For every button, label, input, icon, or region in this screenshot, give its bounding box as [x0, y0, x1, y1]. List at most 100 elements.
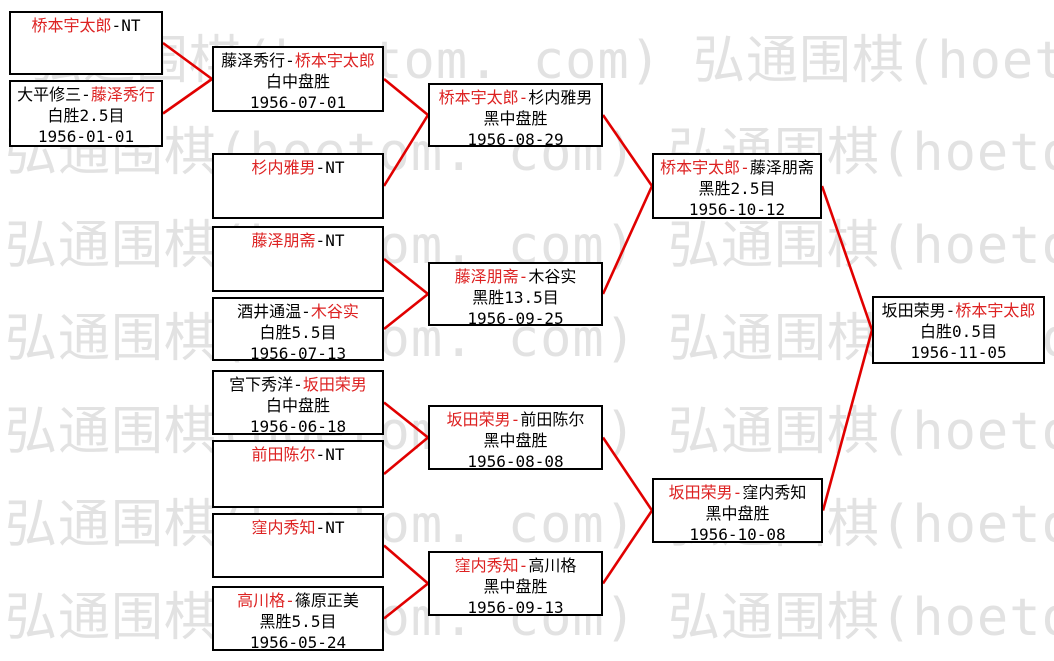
player-name-right: 桥本宇太郎	[955, 301, 1036, 320]
player-name-left: 宫下秀洋	[229, 375, 294, 394]
match-players: 坂田荣男-前田陈尔	[430, 409, 601, 430]
match-result: 白胜2.5目	[47, 106, 125, 125]
match-players: 坂田荣男-桥本宇太郎	[874, 300, 1043, 321]
match-box-b8: 高川格-篠原正美 黑胜5.5目 1956-05-24	[212, 586, 384, 652]
connector-line	[601, 114, 654, 187]
player-name-right: NT	[325, 518, 345, 537]
match-players: 前田陈尔-NT	[214, 444, 382, 465]
vs-dash: -	[285, 591, 295, 610]
match-box-e1: 坂田荣男-桥本宇太郎 白胜0.5目 1956-11-05	[872, 296, 1045, 364]
vs-dash: -	[81, 85, 91, 104]
vs-dash: -	[740, 158, 750, 177]
match-box-a1: 桥本宇太郎-NT	[9, 11, 163, 75]
match-date: 1956-08-08	[467, 452, 564, 471]
player-name-left: 藤泽朋斋	[454, 267, 519, 286]
player-name-left: 酒井通温	[237, 302, 302, 321]
match-date: 1956-05-24	[249, 633, 347, 652]
match-result: 黑中盘胜	[483, 109, 548, 128]
connector-line	[601, 185, 654, 295]
match-players: 桥本宇太郎-NT	[11, 15, 161, 36]
watermark-text: 弘通围棋(hoetom. com)	[693, 31, 1054, 91]
player-name-left: 大平修三	[17, 85, 82, 104]
player-name-right: 杉内雅男	[528, 88, 593, 107]
vs-dash: -	[732, 483, 743, 502]
connector-line	[383, 77, 429, 117]
player-name-left: 坂田荣男	[881, 301, 946, 320]
match-players: 酒井通温-木谷实	[214, 301, 382, 322]
vs-dash: -	[293, 375, 303, 394]
connector-line	[601, 436, 654, 512]
match-players: 藤泽秀行-桥本宇太郎	[214, 50, 382, 71]
match-box-d2: 坂田荣男-窪内秀知 黑中盘胜 1956-10-08	[652, 478, 823, 544]
watermark-text: 弘通围棋(hoetom. com)	[668, 402, 1054, 462]
match-date: 1956-01-01	[37, 127, 135, 146]
match-result: 白胜0.5目	[920, 322, 997, 341]
vs-dash: -	[315, 518, 326, 537]
player-name-right: 前田陈尔	[520, 410, 585, 429]
player-name-right: NT	[325, 231, 345, 250]
player-name-left: 藤泽秀行	[221, 51, 286, 70]
match-box-b2: 杉内雅男-NT	[212, 153, 384, 219]
match-players: 窪内秀知-NT	[214, 517, 382, 538]
vs-dash: -	[315, 231, 326, 250]
player-name-right: NT	[121, 16, 141, 35]
match-players: 藤泽朋斋-木谷实	[430, 266, 601, 287]
match-result: 黑胜5.5目	[259, 612, 337, 631]
match-date: 1956-07-01	[249, 93, 347, 112]
vs-dash: -	[945, 301, 956, 320]
player-name-right: 藤泽秀行	[90, 85, 155, 104]
player-name-left: 坂田荣男	[446, 410, 511, 429]
player-name-right: 篠原正美	[294, 591, 359, 610]
match-date: 1956-10-12	[688, 200, 786, 219]
match-box-c2: 藤泽朋斋-木谷实 黑胜13.5目 1956-09-25	[428, 262, 603, 328]
player-name-left: 桥本宇太郎	[438, 88, 519, 107]
match-date: 1956-08-29	[467, 130, 564, 149]
player-name-right: NT	[325, 158, 345, 177]
player-name-left: 高川格	[237, 591, 286, 610]
match-players: 桥本宇太郎-杉内雅男	[430, 87, 601, 108]
match-players: 高川格-篠原正美	[214, 590, 382, 611]
match-box-c1: 桥本宇太郎-杉内雅男 黑中盘胜 1956-08-29	[428, 83, 603, 149]
vs-dash: -	[315, 158, 326, 177]
match-box-b3: 藤泽朋斋-NT	[212, 226, 384, 292]
connector-line	[383, 401, 429, 439]
connector-line	[821, 329, 874, 511]
vs-dash: -	[111, 16, 122, 35]
watermark-row: 弘通围棋(hoetom. com)弘通围棋(hoetom. com)弘通围棋(h…	[0, 33, 1054, 89]
match-box-a2: 大平修三-藤泽秀行 白胜2.5目 1956-01-01	[9, 80, 163, 147]
vs-dash: -	[285, 51, 295, 70]
player-name-right: 坂田荣男	[302, 375, 367, 394]
connector-line	[383, 582, 429, 620]
player-name-left: 藤泽朋斋	[251, 231, 316, 250]
connector-line	[601, 509, 654, 585]
match-box-c3: 坂田荣男-前田陈尔 黑中盘胜 1956-08-08	[428, 405, 603, 471]
connector-line	[383, 292, 429, 331]
player-name-right: NT	[325, 445, 345, 464]
player-name-right: 桥本宇太郎	[294, 51, 375, 70]
vs-dash: -	[518, 267, 529, 286]
player-name-right: 窪内秀知	[742, 483, 807, 502]
match-date: 1956-06-18	[249, 417, 347, 436]
match-date: 1956-11-05	[910, 343, 1007, 362]
connector-line	[162, 77, 213, 115]
player-name-left: 桥本宇太郎	[31, 16, 112, 35]
match-result: 白中盘胜	[265, 396, 330, 415]
match-players: 宫下秀洋-坂田荣男	[214, 374, 382, 395]
match-result: 白中盘胜	[265, 72, 330, 91]
player-name-right: 高川格	[528, 556, 577, 575]
match-result: 黑中盘胜	[483, 431, 548, 450]
match-box-b5: 宫下秀洋-坂田荣男 白中盘胜 1956-06-18	[212, 370, 384, 436]
match-result: 黑胜2.5目	[698, 179, 776, 198]
match-players: 坂田荣男-窪内秀知	[654, 482, 821, 503]
connector-line	[820, 185, 874, 331]
match-box-c4: 窪内秀知-高川格 黑中盘胜 1956-09-13	[428, 551, 603, 617]
match-date: 1956-09-13	[467, 598, 564, 617]
match-result: 黑中盘胜	[705, 504, 770, 523]
watermark-text: 弘通围棋(hoetom. com)	[668, 216, 1054, 276]
vs-dash: -	[315, 445, 326, 464]
connector-line	[383, 544, 429, 585]
vs-dash: -	[518, 556, 529, 575]
match-box-b6: 前田陈尔-NT	[212, 440, 384, 508]
